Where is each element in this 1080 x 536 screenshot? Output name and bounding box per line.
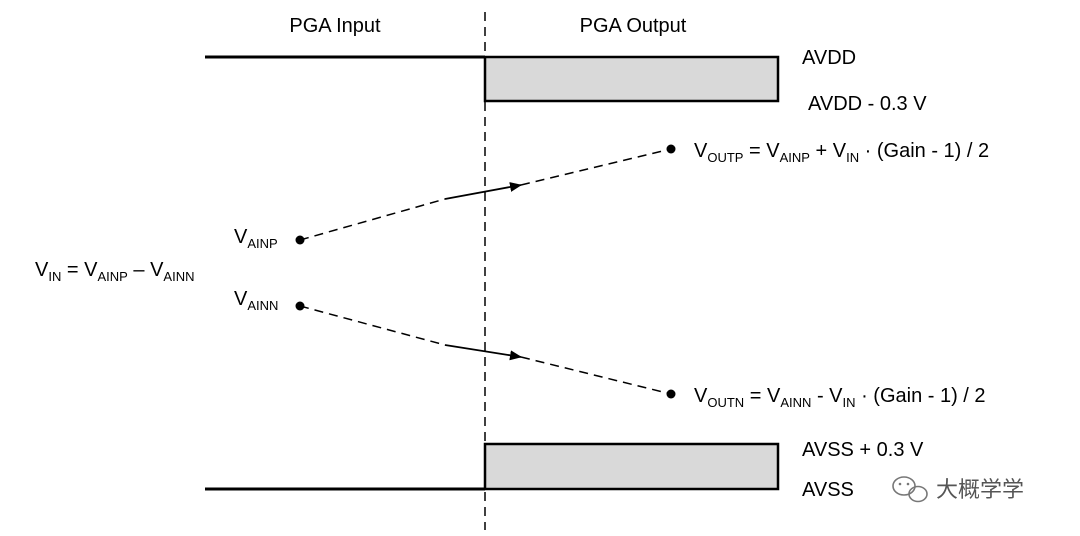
watermark-text: 大概学学 xyxy=(936,478,1024,503)
path-ainp-arrow xyxy=(444,182,522,200)
header-pga-input: PGA Input xyxy=(289,15,381,37)
path-ainp-dashed-2 xyxy=(520,148,672,186)
path-ainp-dashed-1 xyxy=(299,198,446,241)
label-avss-plus: AVSS + 0.3 V xyxy=(802,439,924,461)
voutp-equation: VOUTP = VAINP + VIN · (Gain - 1) / 2 xyxy=(694,140,989,165)
label-vainn: VAINN xyxy=(234,288,278,313)
node-voutn xyxy=(666,389,676,399)
node-voutp xyxy=(666,144,676,154)
avss-headroom-box xyxy=(483,442,780,491)
path-ainn-arrow xyxy=(444,344,522,361)
voutn-equation: VOUTN = VAINN - VIN · (Gain - 1) / 2 xyxy=(694,385,986,410)
label-avdd-minus: AVDD - 0.3 V xyxy=(808,93,927,115)
path-ainn-dashed-2 xyxy=(520,356,672,395)
label-avss: AVSS xyxy=(802,479,854,501)
vin-equation: VIN = VAINP – VAINN xyxy=(35,259,194,284)
wechat-icon xyxy=(892,476,928,503)
path-ainn-dashed-1 xyxy=(299,305,446,346)
header-pga-output: PGA Output xyxy=(580,15,687,37)
avdd-headroom-box xyxy=(483,55,780,103)
label-vainp: VAINP xyxy=(234,226,278,251)
label-avdd: AVDD xyxy=(802,47,856,69)
